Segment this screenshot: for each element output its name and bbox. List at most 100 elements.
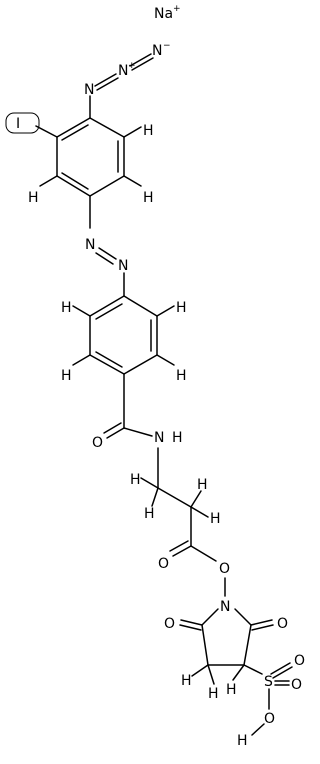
linker-h-bond-4 <box>190 506 209 518</box>
azo-n1-label: N <box>85 237 95 253</box>
ring2-h-bond-br <box>156 354 175 366</box>
ring1-h-bottom-left: H <box>28 190 39 206</box>
amide-group: O N H <box>92 373 183 451</box>
sulfur-label: S <box>264 674 273 690</box>
bond-imide-o-left-a <box>180 619 203 626</box>
propyl-linker: H H H H <box>130 447 221 547</box>
ring1-bond-4 <box>56 175 91 197</box>
bond-imide-o-left-b <box>179 624 202 631</box>
linker-h-2: H <box>144 506 155 522</box>
molecular-structure: Na + N N + N − H H H I <box>5 4 305 749</box>
sulfo-o-side-label: O <box>291 677 302 693</box>
ring2-bond-4 <box>89 354 125 375</box>
ring2-h-bottom-right: H <box>176 368 187 384</box>
azide-n2-label: N <box>118 63 128 79</box>
bond-s-o-top-b <box>272 666 293 679</box>
ring3-h-bond-3 <box>232 664 245 681</box>
ester-link-o-label: O <box>219 561 230 577</box>
sulfo-oh-o-label: O <box>264 711 275 727</box>
azo-n2-label: N <box>118 258 128 274</box>
bond-imide-o-right-a <box>250 619 273 626</box>
succinimide-n-label: N <box>220 599 230 615</box>
iodine-substituent: I <box>5 112 58 138</box>
iodine-label: I <box>16 116 20 132</box>
sodium-symbol: Na <box>154 6 173 22</box>
bond-s-o-top-a <box>270 662 291 675</box>
ring2-h-top-left: H <box>61 300 72 316</box>
ring1-h-bottom-right: H <box>143 190 154 206</box>
ring2-bond-3 <box>123 354 158 375</box>
bond-o-h <box>251 723 265 736</box>
azide-n3-label: N <box>152 43 162 59</box>
sulfonic-acid-group: S O O O H <box>237 653 305 749</box>
azide-n2-charge: + <box>128 61 136 71</box>
bond-ester-co-b <box>169 540 189 552</box>
ring1-h-bond-tr <box>123 126 142 138</box>
amide-h-label: H <box>172 430 183 446</box>
ring2-bond-6-inner <box>95 303 123 320</box>
azo-linkage: N N <box>85 195 128 297</box>
ring1-bond-1 <box>89 117 125 138</box>
bond-azide-n1-n2-a <box>94 73 117 87</box>
ring2-h-bond-bl <box>72 354 91 366</box>
bond-amide-co-a <box>106 427 125 439</box>
azide-n1-label: N <box>84 82 94 98</box>
ring2-bond-6 <box>89 295 125 317</box>
sulfo-o-top-label: O <box>294 653 305 669</box>
ring2-h-bond-tl <box>72 305 91 317</box>
bond-amide-cn <box>123 427 153 437</box>
imide-o-left-label: O <box>164 616 175 632</box>
azide-group: N N + N − <box>84 41 171 119</box>
linker-h-bond-2 <box>151 487 159 507</box>
bond-azide-n1-n2-b <box>96 77 119 91</box>
bond-ring-iodine <box>35 125 58 138</box>
bond-azide-n2-n3-a <box>129 53 152 67</box>
ester-group: O O <box>158 540 230 597</box>
lower-benzene-ring: H H H H <box>61 295 187 384</box>
ring3-h-1: H <box>181 673 192 689</box>
ring1-bond-4-inner <box>61 172 89 190</box>
linker-h-1: H <box>130 472 141 488</box>
ring2-bond-4-inner <box>95 351 123 368</box>
bond-azo-a <box>98 247 117 260</box>
succinimide-ring: N O O H H H <box>164 599 288 702</box>
ring2-h-bond-tr <box>156 305 175 317</box>
sodium-ion: Na + <box>154 4 181 22</box>
ester-carbonyl-o-label: O <box>158 556 169 572</box>
ring2-bond-1 <box>123 295 158 317</box>
amide-o-label: O <box>92 435 103 451</box>
bond-ch2-ch2 <box>157 487 192 508</box>
ring1-h-top-right: H <box>143 123 154 139</box>
ring1-bond-6 <box>56 117 91 138</box>
linker-h-bond-3 <box>190 490 202 508</box>
ring3-bond-cl-ch2 <box>201 624 209 666</box>
amide-n-label: N <box>154 430 164 446</box>
bond-azo-b <box>95 252 114 265</box>
sodium-charge: + <box>173 4 181 14</box>
ring1-bond-3 <box>89 175 125 197</box>
ring3-h-bond-2 <box>207 664 215 685</box>
ring3-bond-cr-ch <box>243 624 252 666</box>
bond-c-s <box>243 664 263 675</box>
bond-azide-n2-n3-b <box>131 57 154 71</box>
ring3-h-2: H <box>208 686 219 702</box>
iodine-abbrev-box <box>5 112 40 134</box>
azide-n3-charge: − <box>163 41 171 51</box>
ring3-bond-n-cl <box>201 608 219 626</box>
ring3-bond-n-cr <box>234 608 252 626</box>
sulfo-h-label: H <box>237 733 248 749</box>
linker-h-bond-1 <box>140 477 159 489</box>
ring2-h-bottom-left: H <box>61 368 72 384</box>
bond-amide-co-b <box>103 422 122 434</box>
bond-ester-co-a <box>172 545 192 557</box>
ring3-h-bond-1 <box>191 664 209 677</box>
bond-imide-o-right-b <box>251 624 274 631</box>
linker-h-4: H <box>210 511 221 527</box>
linker-h-3: H <box>197 477 208 493</box>
bond-ester-o <box>190 545 217 562</box>
ring3-h-3: H <box>226 682 237 698</box>
ring1-h-bond-br <box>123 175 142 187</box>
ring1-h-bond-bl <box>39 175 58 187</box>
ring2-h-top-right: H <box>176 300 187 316</box>
upper-benzene-ring: H H H <box>28 117 154 206</box>
